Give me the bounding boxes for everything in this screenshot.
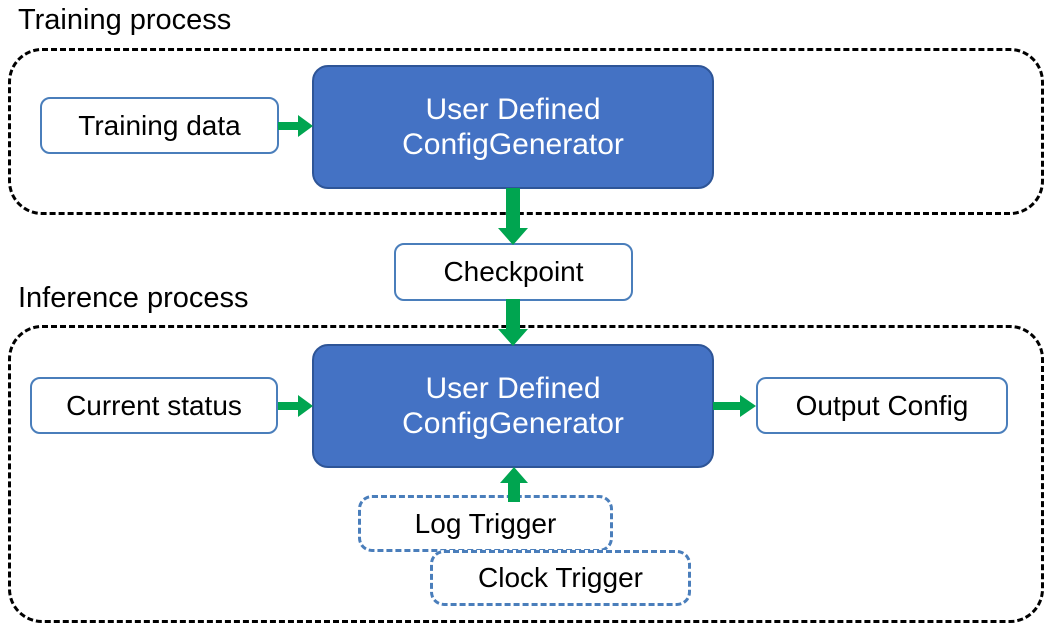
arrow-checkpoint-to-inference-generator-icon bbox=[495, 299, 531, 347]
inference-generator-line2: ConfigGenerator bbox=[402, 407, 624, 440]
training-process-title: Training process bbox=[18, 4, 232, 36]
log-trigger-box[interactable]: Log Trigger bbox=[358, 495, 613, 552]
arrow-generator-to-checkpoint-icon bbox=[495, 188, 531, 246]
training-generator-line1: User Defined bbox=[425, 92, 601, 126]
output-config-box[interactable]: Output Config bbox=[756, 377, 1008, 434]
training-process-container bbox=[8, 48, 1044, 215]
inference-process-container bbox=[8, 325, 1044, 623]
arrow-current-status-to-generator-icon bbox=[278, 392, 314, 420]
inference-process-title: Inference process bbox=[18, 282, 249, 314]
checkpoint-box[interactable]: Checkpoint bbox=[394, 243, 633, 301]
training-generator-line2: ConfigGenerator bbox=[402, 128, 624, 161]
current-status-box[interactable]: Current status bbox=[30, 377, 278, 434]
inference-generator-line1: User Defined bbox=[425, 371, 601, 405]
inference-config-generator-box[interactable]: User Defined ConfigGenerator bbox=[312, 344, 714, 468]
training-config-generator-box[interactable]: User Defined ConfigGenerator bbox=[312, 65, 714, 189]
arrow-training-data-to-generator-icon bbox=[278, 112, 314, 140]
clock-trigger-box[interactable]: Clock Trigger bbox=[430, 550, 691, 606]
arrow-triggers-to-generator-icon bbox=[498, 467, 530, 503]
training-data-box[interactable]: Training data bbox=[40, 97, 279, 154]
arrow-generator-to-output-config-icon bbox=[713, 392, 757, 420]
